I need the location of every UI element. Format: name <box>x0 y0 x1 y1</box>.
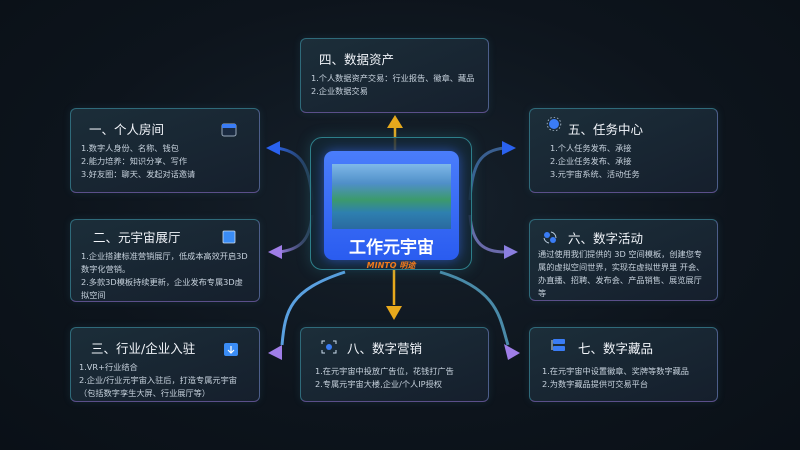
box-line: 2.企业任务发布、承接 <box>550 156 632 166</box>
arrow-to-box2 <box>277 214 314 254</box>
box-title: 五、任务中心 <box>568 122 644 137</box>
focus-icon <box>321 340 337 354</box>
minto-logo: MINTO 明途 <box>366 261 416 270</box>
box-line: 2.企业/行业元宇宙入驻后，打造专属元宇宙（包括数字孪生大屏、行业展厅等） <box>79 375 237 398</box>
box-title: 三、行业/企业入驻 <box>91 341 196 356</box>
arrow-to-box1 <box>274 146 314 201</box>
arrowhead-box6 <box>504 245 518 259</box>
arrowhead-box4 <box>387 115 403 128</box>
box-task-center: 五、任务中心 1.个人任务发布、承接 2.企业任务发布、承接 3.元宇宙系统、活… <box>529 108 718 193</box>
box-line: 1.在元宇宙中设置徽章、奖牌等数字藏品 <box>542 366 689 376</box>
box-line: 1.企业搭建标准营销展厅，低成本高效开启3D数字化营销。 <box>81 251 248 274</box>
box-line: 1.个人数据资产交易：行业报告、徽章、藏品 <box>311 73 475 83</box>
arrow-to-box5 <box>468 146 506 201</box>
box-line: 1.VR+行业结合 <box>79 362 138 372</box>
orbit-icon <box>543 231 557 244</box>
box-line: 2.能力培养：知识分享、写作 <box>81 156 188 166</box>
box-line: 1.在元宇宙中投放广告位，花钱打广告 <box>315 366 454 376</box>
box-digital-collectibles: 七、数字藏品 1.在元宇宙中设置徽章、奖牌等数字藏品 2.为数字藏品提供可交易平… <box>529 327 718 402</box>
box-digital-activity: 六、数字活动 通过使用我们提供的 3D 空间模板，创建您专属的虚拟空间世界，实现… <box>529 219 718 301</box>
arrowhead-box8 <box>386 306 402 320</box>
box-personal-room: 一、个人房间 1.数字人身份、名称、钱包 2.能力培养：知识分享、写作 3.好友… <box>70 108 260 193</box>
center-title: 工作元宇宙 <box>349 238 434 258</box>
box-title: 二、元宇宙展厅 <box>93 230 181 245</box>
box-line: 2.多款3D模板持续更新，企业发布专属3D虚拟空间 <box>81 277 243 300</box>
box-title: 八、数字营销 <box>347 341 423 356</box>
box-line: 3.好友圈：聊天、发起对话邀请 <box>81 169 196 179</box>
box-data-assets: 四、数据资产 1.个人数据资产交易：行业报告、徽章、藏品 2.企业数据交易 <box>300 38 489 113</box>
window-icon <box>221 123 237 137</box>
arrowhead-box1 <box>266 141 280 155</box>
arrow-to-box6 <box>468 214 506 254</box>
book-icon <box>222 230 236 244</box>
arrowhead-box5 <box>502 141 516 155</box>
arrow-to-box3 <box>280 270 346 346</box>
arrowhead-box2 <box>268 245 282 259</box>
sun-icon <box>546 117 562 131</box>
box-title: 六、数字活动 <box>568 231 644 246</box>
box-line: 1.个人任务发布、承接 <box>550 143 632 153</box>
center-hub: 工作元宇宙 MINTO 明途 <box>310 137 472 270</box>
stack-icon <box>551 339 565 351</box>
box-line: 2.企业数据交易 <box>311 86 368 96</box>
arrow-to-box7 <box>439 270 510 346</box>
box-line: 2.为数字藏品提供可交易平台 <box>542 379 649 389</box>
box-title: 七、数字藏品 <box>578 341 654 356</box>
arrowhead-box3 <box>268 345 282 360</box>
box-digital-marketing: 八、数字营销 1.在元宇宙中投放广告位，花钱打广告 2.专属元宇宙大楼,企业/个… <box>300 327 489 402</box>
arrowhead-box7 <box>504 344 520 360</box>
metaverse-scene-image <box>332 164 451 229</box>
box-line: 通过使用我们提供的 3D 空间模板，创建您专属的虚拟空间世界，实现在虚拟世界里 … <box>538 249 705 298</box>
box-title: 四、数据资产 <box>319 52 395 67</box>
box-title: 一、个人房间 <box>89 122 165 137</box>
download-box-icon <box>224 343 238 356</box>
center-card: 工作元宇宙 <box>324 151 459 260</box>
box-line: 3.元宇宙系统、活动任务 <box>550 169 640 179</box>
box-line: 1.数字人身份、名称、钱包 <box>81 143 179 153</box>
box-line: 2.专属元宇宙大楼,企业/个人IP授权 <box>315 379 442 389</box>
box-metaverse-hall: 二、元宇宙展厅 1.企业搭建标准营销展厅，低成本高效开启3D数字化营销。 2.多… <box>70 219 260 302</box>
box-industry-entry: 三、行业/企业入驻 1.VR+行业结合 2.企业/行业元宇宙入驻后，打造专属元宇… <box>70 327 260 402</box>
